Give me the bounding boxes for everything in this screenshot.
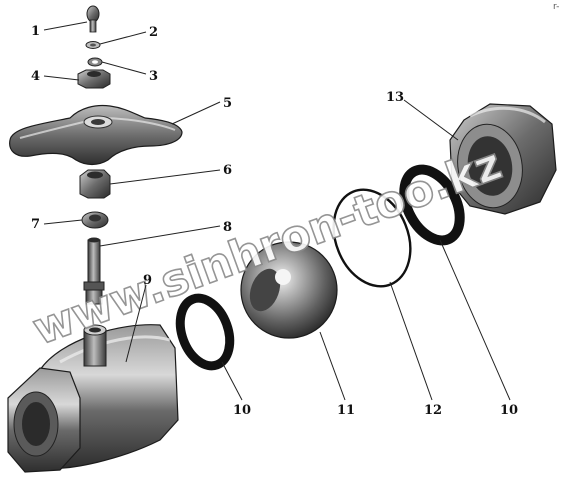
part-1-screw xyxy=(86,5,100,33)
part-9-body xyxy=(7,324,179,473)
part-10-seal-right xyxy=(399,164,465,246)
label-13: 13 xyxy=(386,90,404,105)
part-5-handle xyxy=(9,104,183,166)
part-11-ball xyxy=(240,241,338,339)
label-5: 5 xyxy=(223,96,232,111)
part-8-stem xyxy=(83,237,105,305)
label-1: 1 xyxy=(31,24,40,39)
label-12: 12 xyxy=(424,403,442,418)
part-2-washer xyxy=(85,41,101,49)
part-10-seal-left xyxy=(175,293,235,371)
part-labels: 1 2 3 4 5 6 7 8 9 10 11 12 10 13 xyxy=(31,24,518,418)
label-6: 6 xyxy=(223,163,232,178)
part-13-union-nut xyxy=(449,103,557,215)
leader-lines xyxy=(43,21,511,401)
label-11: 11 xyxy=(337,403,355,418)
label-10-right: 10 xyxy=(500,403,518,418)
corner-mark: r- xyxy=(553,2,559,12)
label-7: 7 xyxy=(31,217,40,232)
label-2: 2 xyxy=(149,25,158,40)
part-3-spring-washer xyxy=(87,57,103,67)
part-4-nut xyxy=(77,69,111,89)
label-9: 9 xyxy=(143,273,152,288)
label-8: 8 xyxy=(223,220,232,235)
label-3: 3 xyxy=(149,69,158,84)
part-7-ring-nut xyxy=(81,211,109,229)
part-6-bushing xyxy=(79,169,111,199)
label-4: 4 xyxy=(31,69,40,84)
label-10-left: 10 xyxy=(233,403,251,418)
